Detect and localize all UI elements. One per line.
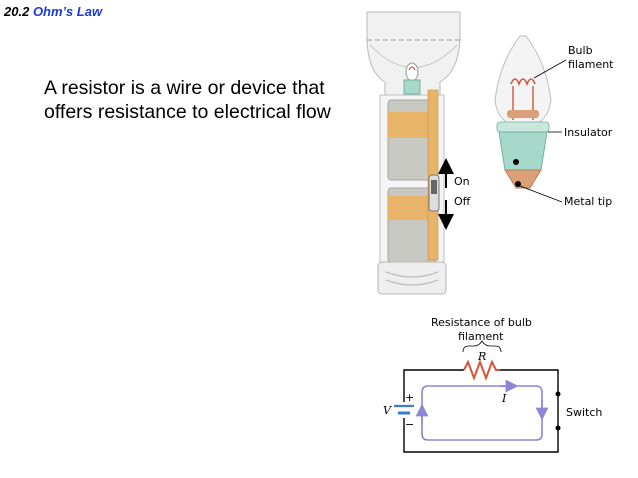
bulb-detail-illustration: Bulb filament Insulator Metal tip xyxy=(494,35,614,208)
label-metal-tip: Metal tip xyxy=(564,195,612,208)
bulb-filament xyxy=(510,78,536,87)
bulb-insulator xyxy=(498,131,548,171)
circuit-diagram: Resistance of bulb filament R + − V Swit… xyxy=(383,316,602,453)
section-title: Ohm’s Law xyxy=(32,4,103,19)
base-spring xyxy=(385,271,439,286)
current-symbol-label: I xyxy=(501,392,507,405)
mini-insulator xyxy=(403,79,421,95)
resistor-zigzag xyxy=(463,359,500,381)
label-bulb: Bulb xyxy=(568,44,593,57)
wire-bottom xyxy=(403,418,559,453)
switch-label: Switch xyxy=(566,406,602,419)
mini-bulb xyxy=(405,62,419,82)
resistance-brace xyxy=(462,340,502,353)
filament-support xyxy=(507,110,539,118)
slide-header: 20.2 Ohm’s Law xyxy=(4,4,102,19)
body-text: A resistor is a wire or device that offe… xyxy=(44,76,374,124)
resistor-symbol-label: R xyxy=(477,350,486,363)
voltage-symbol-label: V xyxy=(383,404,392,417)
leader-metal-tip xyxy=(519,185,563,203)
bulb-metal-tip xyxy=(504,169,542,189)
wire-top-right xyxy=(500,369,559,392)
off-label: Off xyxy=(454,195,471,208)
battery-plus: + xyxy=(405,391,414,404)
label-filament: filament xyxy=(568,58,614,71)
switch-contact-top xyxy=(555,391,561,397)
current-loop xyxy=(421,385,543,441)
flashlight-base xyxy=(377,261,447,295)
mini-filament xyxy=(408,66,416,71)
leader-bulb-filament xyxy=(533,59,567,79)
label-insulator: Insulator xyxy=(564,126,613,139)
resistance-caption-line1: Resistance of bulb xyxy=(431,316,532,329)
bulb-collar xyxy=(496,121,550,133)
on-label: On xyxy=(454,175,470,188)
wire-top-left xyxy=(403,369,464,402)
resistance-caption-line2: filament xyxy=(458,330,504,343)
contact-dot-2 xyxy=(515,181,521,187)
body-line-1: A resistor is a wire or device that xyxy=(44,77,325,99)
battery-minus: − xyxy=(405,418,414,431)
flashlight-illustration: On Off xyxy=(366,11,471,295)
contact-dot-1 xyxy=(513,159,519,165)
section-number: 20.2 xyxy=(4,4,30,19)
switch-knob xyxy=(431,180,437,194)
body-line-2: offers resistance to electrical flow xyxy=(44,101,331,123)
